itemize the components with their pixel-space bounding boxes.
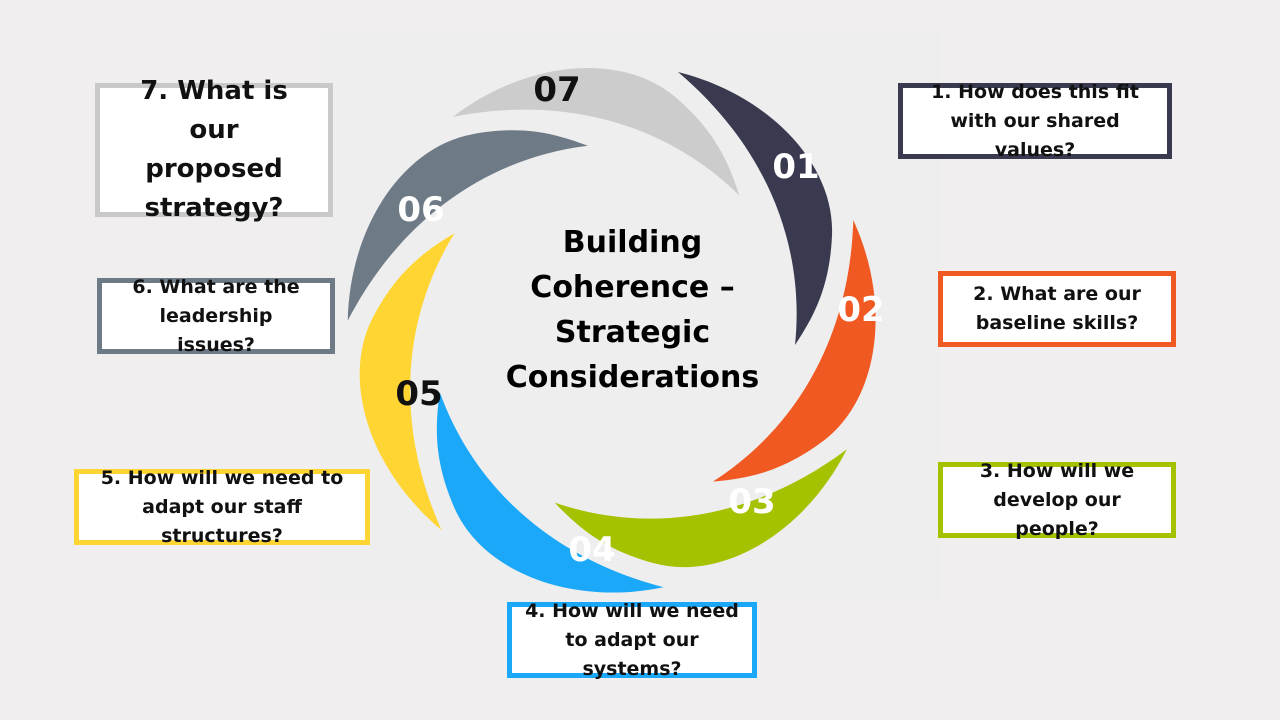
cycle-segment-04 [436,392,664,593]
cycle-segment-06 [347,130,588,321]
step-number-07: 07 [533,70,580,110]
step-box-7: 7. What is our proposed strategy? [95,76,333,223]
cycle-segment-05 [359,233,455,531]
step-number-06: 06 [397,190,444,230]
cycle-segment-02 [712,219,876,482]
step-box-6: 6. What are the leadership issues? [97,276,335,356]
step-box-2: 2. What are our baseline skills? [938,271,1176,347]
step-number-01: 01 [772,147,819,187]
step-box-4: 4. How will we need to adapt our systems… [507,600,757,680]
step-number-02: 02 [837,290,884,330]
step-number-03: 03 [728,482,775,522]
cycle-segment-07 [453,68,740,196]
step-box-3: 3. How will we develop our people? [938,460,1176,540]
cycle-segment-03 [554,449,847,568]
step-number-05: 05 [395,374,442,414]
step-box-5: 5. How will we need to adapt our staff s… [74,467,370,547]
cycle-segment-01 [678,72,833,345]
step-number-04: 04 [568,530,615,570]
step-box-1: 1. How does this fit with our shared val… [898,81,1172,161]
diagram-title: Building Coherence – Strategic Considera… [505,225,760,395]
